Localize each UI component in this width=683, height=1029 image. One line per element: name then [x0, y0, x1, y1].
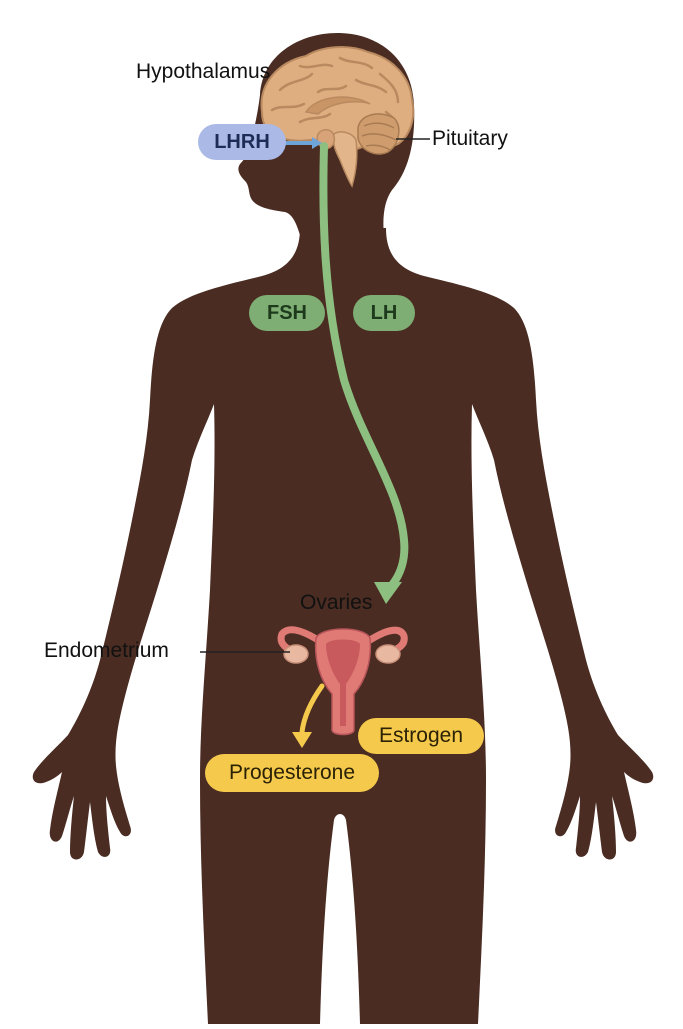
lh-badge: LH [353, 295, 415, 331]
progesterone-arrow [299, 683, 325, 735]
brain-corpus [304, 96, 371, 115]
progesterone-badge: Progesterone [205, 754, 379, 792]
green-arrowhead [374, 582, 402, 604]
lhrh-badge: LHRH [198, 124, 286, 160]
uterus-illustration [277, 626, 408, 736]
pituitary-to-ovaries-arrow [319, 142, 409, 589]
estrogen-badge: Estrogen [358, 718, 484, 754]
ovary-left [283, 644, 309, 664]
progesterone-arrowhead [292, 732, 312, 748]
torso-shape [32, 228, 654, 1024]
hypothalamus-label: Hypothalamus [136, 60, 271, 83]
ovary-right [375, 644, 401, 664]
cerebellum-folds [361, 122, 397, 151]
lhrh-arrowhead [312, 137, 322, 149]
body-silhouette [32, 32, 654, 1024]
endometrium-label: Endometrium [44, 639, 169, 662]
pituitary-label: Pituitary [432, 127, 508, 150]
uterus-cavity [326, 639, 360, 726]
ovaries-label: Ovaries [300, 591, 373, 614]
fsh-badge: FSH [249, 295, 325, 331]
brainstem [332, 131, 358, 188]
brain-illustration [260, 46, 415, 188]
